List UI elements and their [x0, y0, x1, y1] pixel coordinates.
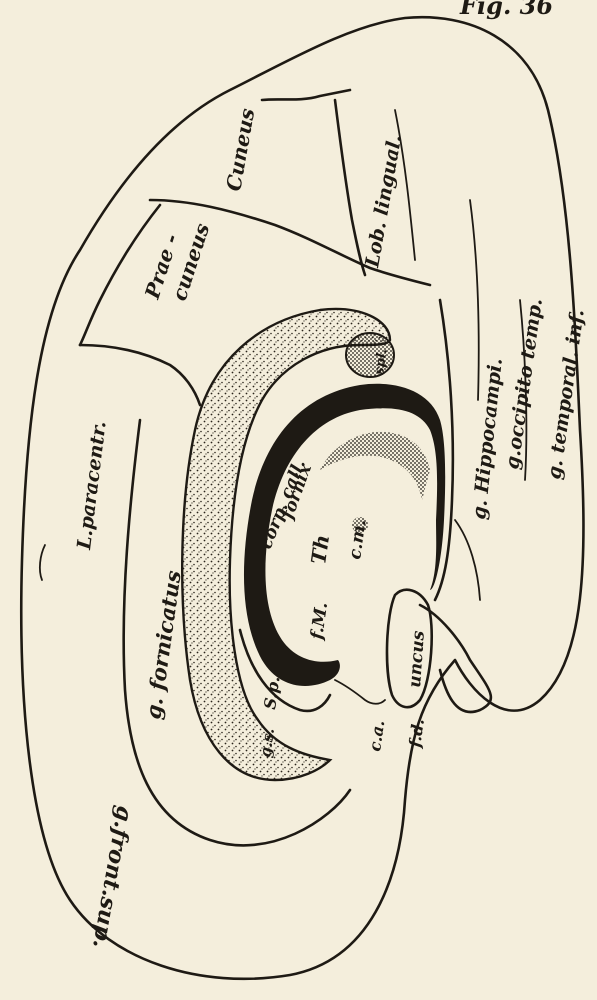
- label-g-front-sup: g.front.sup.: [87, 804, 138, 950]
- collateral-sulcus: [395, 110, 415, 260]
- cuneus-lingual-border: [335, 100, 365, 275]
- label-fd: f.d.: [405, 718, 428, 750]
- rhinal-sulcus: [455, 520, 480, 600]
- label-g-hippocampi: g. Hippocampi.: [468, 357, 507, 520]
- fornix: [320, 432, 430, 500]
- label-spl: spl.: [372, 348, 390, 376]
- label-l-paracentr: L.paracentr.: [73, 420, 111, 552]
- occipito-temporal-sulcus: [470, 200, 479, 400]
- label-fm: f.M.: [307, 601, 332, 642]
- page-header: Fig. 36: [459, 0, 553, 20]
- parieto-occipital-sulcus: [262, 90, 350, 100]
- label-g-fornicatus: g. fornicatus: [140, 569, 186, 721]
- label-ca: c.a.: [365, 719, 388, 753]
- anterior-commissure: [335, 680, 385, 704]
- label-uncus: uncus: [405, 630, 429, 689]
- label-cuneus: Cuneus: [221, 106, 259, 192]
- paracentral-sulcus: [40, 545, 45, 580]
- label-th: Th: [306, 533, 334, 565]
- label-lob-lingual: Lob. lingual.: [361, 133, 406, 270]
- marginal-sulcus: [80, 345, 200, 405]
- label-sp: S.p.: [260, 675, 283, 711]
- label-g-occipito-temp: g.occipito temp.: [501, 297, 547, 471]
- label-cm: c.m.: [345, 518, 370, 561]
